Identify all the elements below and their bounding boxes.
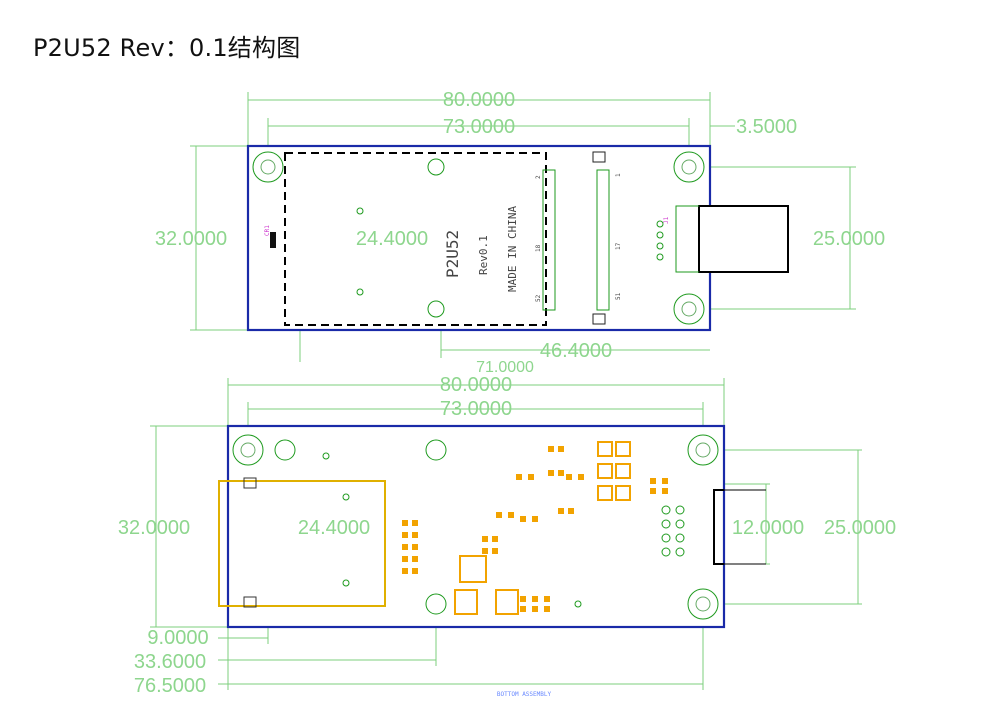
top-dim-overall: 80.0000 [443,89,515,111]
bottom-dim-overall: 80.0000 [440,374,512,396]
top-dim-height: 32.0000 [155,228,227,250]
bottom-usb-connector [713,489,766,565]
silk-pin17: 17 [615,242,622,250]
silk-rev: Rev0.1 [477,235,490,275]
led-marker [270,232,276,248]
page-title: P2U52 Rev：0.1结构图 [33,34,301,62]
silk-pin52: 52 [535,294,542,302]
silk-name: P2U52 [443,230,462,278]
top-dim-partial: 71.0000 [476,359,534,376]
top-dim-hole-spacing: 73.0000 [443,116,515,138]
component-pads [402,441,668,615]
bottom-test-points [322,452,685,608]
bottom-dim-33-6: 33.6000 [134,651,206,673]
card-outline [218,480,386,607]
bottom-dim-inner-height: 24.4000 [298,517,370,539]
bottom-dim-usb-width: 12.0000 [732,517,804,539]
module-outline [284,152,547,326]
top-mounting-holes [252,151,705,325]
silk-origin: MADE IN CHINA [506,206,519,292]
top-dim-edge-offset: 3.5000 [736,116,797,138]
bottom-dim-height: 32.0000 [118,517,190,539]
bottom-mounting-holes [232,434,719,620]
connector-pins [542,151,610,325]
bottom-dim-9: 9.0000 [147,627,208,649]
silk-cr-label: CR1 [264,225,271,236]
silk-pin18: 18 [535,244,542,252]
silk-pin2: 2 [535,175,542,179]
bottom-footer-label: BOTTOM ASSEMBLY [497,691,552,698]
top-dim-inner-height: 24.4000 [356,228,428,250]
top-dim-right-height: 25.0000 [813,228,885,250]
bottom-dim-hole-spacing: 73.0000 [440,398,512,420]
silk-pin1: 1 [615,173,622,177]
silk-pin51: 51 [615,292,622,300]
top-view: P2U52 Rev0.1 MADE IN CHINA 2 18 52 1 17 … [155,89,885,376]
bottom-view: 80.0000 73.0000 32.0000 24.4000 12.0000 … [118,374,896,698]
top-board-outline [246,144,712,332]
top-usb-connector [656,205,789,273]
bottom-dim-76-5: 76.5000 [134,675,206,697]
top-dim-connector-span: 46.4000 [540,340,612,362]
bottom-dim-right-height: 25.0000 [824,517,896,539]
silk-j1-label: J1 [663,216,670,224]
